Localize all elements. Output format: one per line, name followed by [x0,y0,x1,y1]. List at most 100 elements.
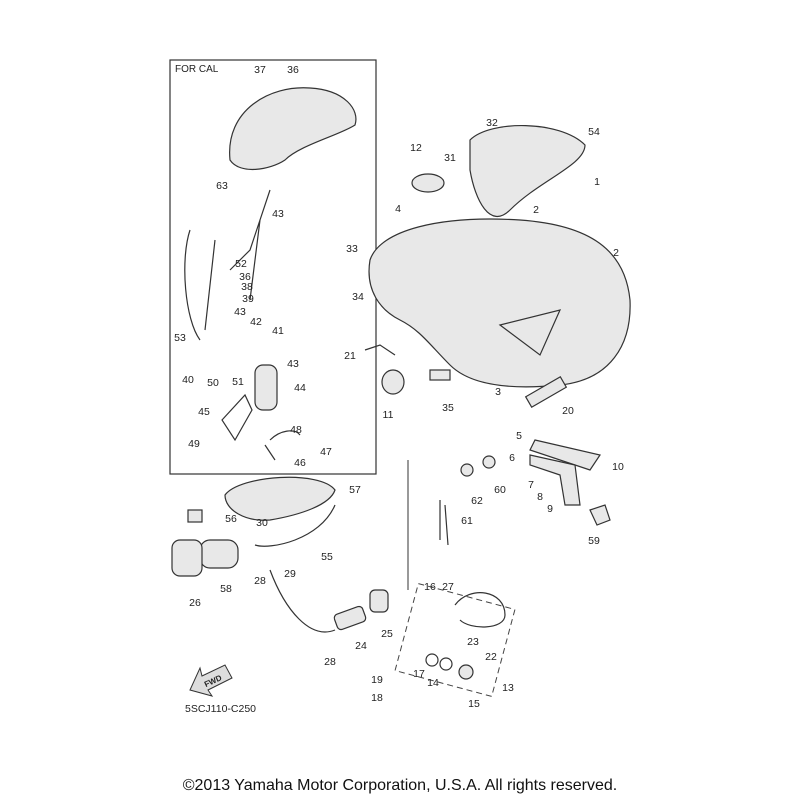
callout-62: 62 [471,495,483,507]
valve-25 [369,589,389,613]
callout-56: 56 [225,513,237,525]
callout-43: 43 [234,306,246,318]
callout-2: 2 [533,204,539,216]
callout-13: 13 [502,682,514,694]
callout-18: 18 [371,692,383,704]
callout-25: 25 [381,628,393,640]
hose-28 [269,569,336,633]
fwd-arrow-icon: FWD [189,664,233,697]
petcock-dashed-box [394,582,516,698]
callout-20: 20 [562,405,574,417]
callout-59: 59 [588,535,600,547]
callout-32: 32 [486,117,498,129]
fuel-pump-58 [199,539,239,569]
callout-44: 44 [294,382,306,394]
callout-14: 14 [427,677,439,689]
oring-14 [439,657,453,671]
part-60 [482,455,496,469]
callout-49: 49 [188,438,200,450]
callout-51: 51 [232,376,244,388]
fuel-pump-44 [254,364,278,411]
callout-7: 7 [528,479,534,491]
callout-28: 28 [254,575,266,587]
callout-8: 8 [537,491,543,503]
diagram-code: 5SCJ110-C250 [185,703,257,715]
callout-35: 35 [442,402,454,414]
callout-57: 57 [349,484,361,496]
copyright-notice: ©2013 Yamaha Motor Corporation, U.S.A. A… [182,777,618,794]
callout-52: 52 [235,258,247,270]
callout-60: 60 [494,484,506,496]
cable-61 [439,500,449,546]
callout-10: 10 [612,461,624,473]
pump-26 [171,539,203,577]
fuel-cap-12 [411,173,445,193]
callout-28: 28 [324,656,336,668]
callout-54: 54 [588,126,600,138]
callout-48: 48 [290,424,302,436]
callout-36: 36 [239,271,251,283]
callout-41: 41 [272,325,284,337]
rubber-35 [429,369,451,381]
oring-17 [425,653,439,667]
callout-9: 9 [547,503,553,515]
callout-27: 27 [442,581,454,593]
callout-61: 61 [461,515,473,527]
fuel-tank-1 [368,218,631,388]
hose-21 [364,344,396,356]
callout-55: 55 [321,551,333,563]
callout-26: 26 [189,597,201,609]
filter-24 [333,605,367,631]
hose-46 [264,430,301,461]
pump-cover-assembly [224,476,336,521]
hose-55 [254,504,336,547]
callout-19: 19 [371,674,383,686]
callout-36: 36 [287,64,299,76]
tank-cover-31 [469,125,586,217]
callout-53: 53 [174,332,186,344]
callout-5: 5 [516,430,522,442]
bracket-59 [589,504,611,526]
callout-40: 40 [182,374,194,386]
callout-2: 2 [613,247,619,259]
callout-6: 6 [509,452,515,464]
callout-33: 33 [346,243,358,255]
callout-4: 4 [395,203,401,215]
tank-emblem-3 [498,309,562,356]
callout-24: 24 [355,640,367,652]
callout-63: 63 [216,180,228,192]
callout-23: 23 [467,636,479,648]
callout-15: 15 [468,698,480,710]
callout-45: 45 [198,406,210,418]
bracket-45 [221,393,253,442]
callout-38: 38 [241,281,253,293]
callout-50: 50 [207,377,219,389]
callout-12: 12 [410,142,422,154]
callout-42: 42 [250,316,262,328]
callout-29: 29 [284,568,296,580]
connector [187,509,203,523]
callout-11: 11 [383,409,394,421]
callout-31: 31 [444,152,456,164]
callout-43: 43 [272,208,284,220]
callout-34: 34 [352,291,364,303]
callout-39: 39 [242,293,254,305]
callout-43: 43 [287,358,299,370]
bracket-6 [529,454,581,506]
callout-37: 37 [254,64,266,76]
callout-3: 3 [495,386,501,398]
callout-58: 58 [220,583,232,595]
callout-1: 1 [594,176,600,188]
seal-15 [458,664,474,680]
part-62 [460,463,474,477]
damper-11 [381,369,405,395]
bracket-5 [529,439,601,471]
callout-22: 22 [485,651,497,663]
callout-46: 46 [294,457,306,469]
strip-20 [524,375,568,409]
cal-tank-cover [229,87,357,171]
callout-17: 17 [413,668,425,680]
hose-22 [454,592,506,628]
